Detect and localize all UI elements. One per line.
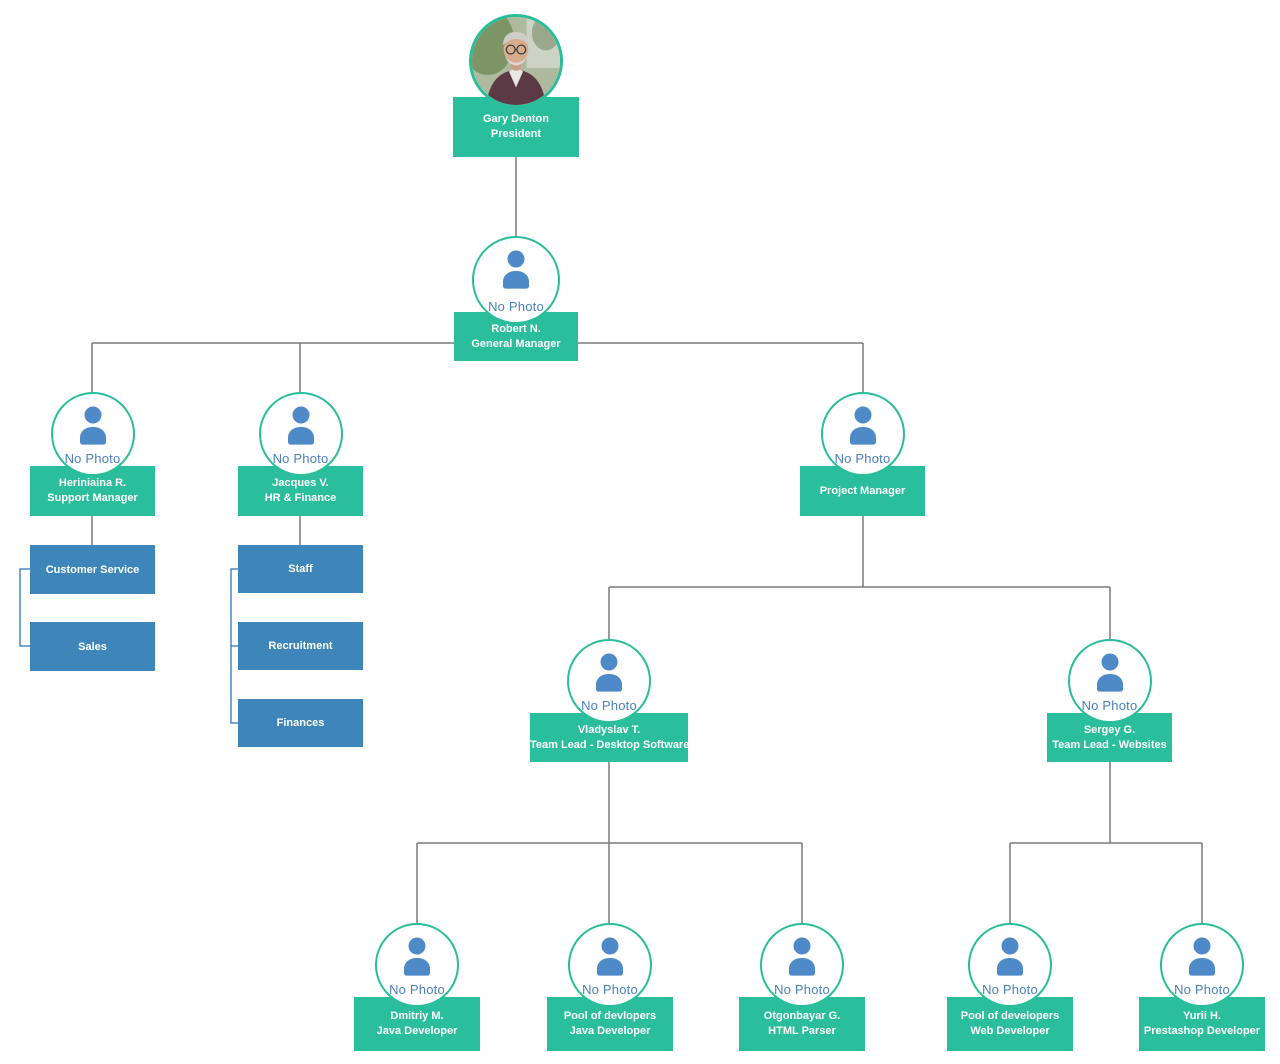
person-icon <box>404 937 430 976</box>
org-node-heriniaina-r[interactable]: No Photo Heriniaina R. Support Manager <box>30 392 155 516</box>
no-photo-label: No Photo <box>982 982 1038 997</box>
person-name: Gary Denton <box>482 113 549 125</box>
no-photo-label: No Photo <box>488 299 544 314</box>
dept-staff[interactable]: Staff <box>238 545 363 593</box>
no-photo-avatar: No Photo <box>258 392 343 476</box>
portrait-image <box>472 17 560 105</box>
person-icon <box>597 937 623 976</box>
dept-finances[interactable]: Finances <box>238 699 363 747</box>
person-title: Java Developer <box>569 1025 651 1037</box>
tree-connector-path <box>91 157 1203 923</box>
org-node-pool-java[interactable]: No Photo Pool of devlopers Java Develope… <box>547 923 673 1051</box>
person-icon <box>1189 937 1215 976</box>
dept-customer-service[interactable]: Customer Service <box>30 545 155 594</box>
node-label-box: Yurii H. Prestashop Developer <box>1139 997 1265 1051</box>
no-photo-avatar: No Photo <box>567 639 651 723</box>
person-title: President <box>490 128 542 140</box>
org-node-dmitriy-m[interactable]: No Photo Dmitriy M. Java Developer <box>354 923 480 1051</box>
person-name: Pool of devlopers <box>563 1010 657 1022</box>
no-photo-avatar: No Photo <box>1160 923 1244 1007</box>
org-node-sergey-g[interactable]: No Photo Sergey G. Team Lead - Websites <box>1047 639 1172 762</box>
node-label-box: Pool of devlopers Java Developer <box>547 997 673 1051</box>
person-icon <box>997 937 1023 976</box>
person-name: Otgonbayar G. <box>763 1010 841 1022</box>
person-icon <box>287 406 314 445</box>
no-photo-avatar: No Photo <box>568 923 652 1007</box>
person-title: Java Developer <box>376 1025 458 1037</box>
person-icon <box>596 653 622 692</box>
no-photo-label: No Photo <box>1174 982 1230 997</box>
org-node-project-manager[interactable]: No Photo Project Manager <box>800 392 925 516</box>
no-photo-label: No Photo <box>774 982 830 997</box>
person-name: Robert N. <box>491 322 541 335</box>
person-title: General Manager <box>471 337 561 350</box>
org-node-robert-n[interactable]: No Photo Robert N. General Manager <box>454 236 578 361</box>
no-photo-avatar: No Photo <box>1067 639 1152 723</box>
person-title: Team Lead - Desktop Software <box>530 738 690 751</box>
org-node-pool-web[interactable]: No Photo Pool of developers Web Develope… <box>947 923 1073 1051</box>
dept-recruitment[interactable]: Recruitment <box>238 622 363 670</box>
person-name: Yurii H. <box>1183 1010 1221 1022</box>
no-photo-label: No Photo <box>1081 698 1138 713</box>
no-photo-avatar: No Photo <box>968 923 1052 1007</box>
person-title: Team Lead - Websites <box>1052 738 1167 751</box>
org-node-gary-denton[interactable]: Gary Denton President <box>453 14 579 157</box>
no-photo-label: No Photo <box>581 698 637 713</box>
person-title: Project Manager <box>819 484 906 497</box>
person-title: Web Developer <box>970 1025 1050 1037</box>
no-photo-label: No Photo <box>582 982 638 997</box>
person-icon <box>849 406 876 445</box>
dept-label: Staff <box>288 563 313 575</box>
no-photo-avatar: No Photo <box>50 392 135 476</box>
dept-label: Finances <box>276 717 325 729</box>
person-name: Sergey G. <box>1083 723 1136 736</box>
person-title: Prestashop Developer <box>1143 1025 1261 1037</box>
person-name: Pool of developers <box>960 1010 1060 1022</box>
dept-label: Sales <box>78 640 107 653</box>
no-photo-label: No Photo <box>389 982 445 997</box>
person-icon <box>1096 653 1123 692</box>
no-photo-label: No Photo <box>272 451 329 466</box>
person-name: Heriniaina R. <box>58 477 127 489</box>
dept-sales[interactable]: Sales <box>30 622 155 671</box>
person-title: HR & Finance <box>264 492 337 504</box>
org-node-yurii-h[interactable]: No Photo Yurii H. Prestashop Developer <box>1139 923 1265 1051</box>
person-icon <box>789 937 815 976</box>
no-photo-avatar: No Photo <box>820 392 905 476</box>
org-node-otgonbayar-g[interactable]: No Photo Otgonbayar G. HTML Parser <box>739 923 865 1051</box>
person-icon <box>503 250 529 289</box>
org-node-vladyslav-t[interactable]: No Photo Vladyslav T. Team Lead - Deskto… <box>530 639 690 762</box>
person-name: Jacques V. <box>272 477 329 489</box>
person-title: Support Manager <box>47 492 138 504</box>
person-title: HTML Parser <box>768 1025 836 1037</box>
no-photo-avatar: No Photo <box>760 923 844 1007</box>
no-photo-label: No Photo <box>834 451 891 466</box>
dept-label: Recruitment <box>268 640 333 652</box>
no-photo-avatar: No Photo <box>472 236 560 324</box>
org-node-jacques-v[interactable]: No Photo Jacques V. HR & Finance <box>238 392 363 516</box>
dept-label: Customer Service <box>45 563 140 576</box>
person-name: Vladyslav T. <box>577 723 641 736</box>
no-photo-label: No Photo <box>64 451 121 466</box>
node-label-box: Otgonbayar G. HTML Parser <box>739 997 865 1051</box>
person-name: Dmitriy M. <box>390 1010 444 1022</box>
no-photo-avatar: No Photo <box>375 923 459 1007</box>
avatar-photo <box>469 14 563 108</box>
person-icon <box>79 406 106 445</box>
